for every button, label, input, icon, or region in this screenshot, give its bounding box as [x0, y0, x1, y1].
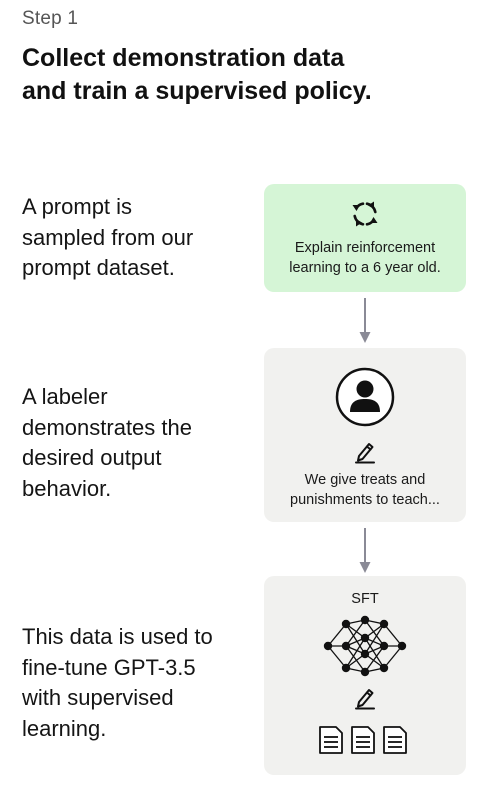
arrow-down-icon: [359, 298, 371, 343]
desc-line: fine-tune GPT-3.5: [22, 654, 196, 680]
prompt-text: Explain reinforcement learning to a 6 ye…: [270, 238, 460, 278]
prompt-text-line: learning to a 6 year old.: [289, 260, 441, 276]
sft-card: SFT: [264, 576, 466, 775]
step-title-line-2: and train a supervised policy.: [22, 77, 372, 105]
document-icon: [319, 726, 407, 754]
desc-line: This data is used to: [22, 624, 213, 649]
fine-tune-description: This data is used to fine-tune GPT-3.5 w…: [22, 622, 262, 744]
demonstration-text: We give treats and punishments to teach.…: [270, 470, 460, 510]
neural-network-icon: [323, 615, 407, 677]
labeler-avatar-icon: [335, 367, 395, 427]
step-title: Collect demonstration data and train a s…: [22, 42, 472, 108]
labeler-description: A labeler demonstrates the desired outpu…: [22, 382, 262, 504]
desc-line: prompt dataset.: [22, 255, 175, 280]
desc-line: sampled from our: [22, 224, 194, 250]
prompt-text-line: Explain reinforcement: [294, 240, 436, 256]
demonstration-text-line: We give treats and: [304, 472, 426, 488]
step-title-line-1: Collect demonstration data: [22, 44, 345, 72]
desc-line: A prompt is: [22, 194, 133, 219]
refresh-icon: [352, 201, 378, 227]
pencil-icon: [355, 443, 375, 464]
demonstration-card: We give treats and punishments to teach.…: [264, 348, 466, 522]
arrow-down-icon: [359, 528, 371, 573]
desc-line: A labeler: [22, 384, 108, 409]
desc-line: learning.: [22, 715, 107, 741]
pencil-icon: [355, 689, 375, 710]
desc-line: with supervised: [22, 685, 174, 710]
sft-label: SFT: [351, 591, 379, 607]
demonstration-text-line: punishments to teach...: [290, 492, 440, 508]
prompt-description: A prompt is sampled from our prompt data…: [22, 192, 262, 284]
desc-line: demonstrates the: [22, 414, 192, 440]
prompt-card: Explain reinforcement learning to a 6 ye…: [264, 184, 466, 292]
step-label: Step 1: [22, 8, 79, 29]
desc-line: desired output: [22, 445, 162, 470]
desc-line: behavior.: [22, 475, 112, 501]
